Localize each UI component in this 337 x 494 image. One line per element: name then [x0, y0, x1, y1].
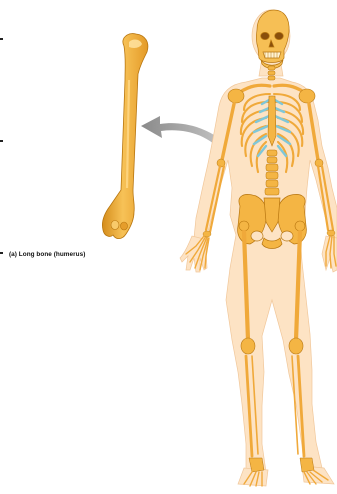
- leader-tick: [0, 38, 3, 40]
- humerus-bone: [102, 34, 147, 239]
- human-skeleton: [180, 10, 337, 486]
- leader-tick: [0, 140, 3, 142]
- figure-caption: (a) Long bone (humerus): [9, 251, 85, 258]
- leader-tick: [0, 252, 3, 254]
